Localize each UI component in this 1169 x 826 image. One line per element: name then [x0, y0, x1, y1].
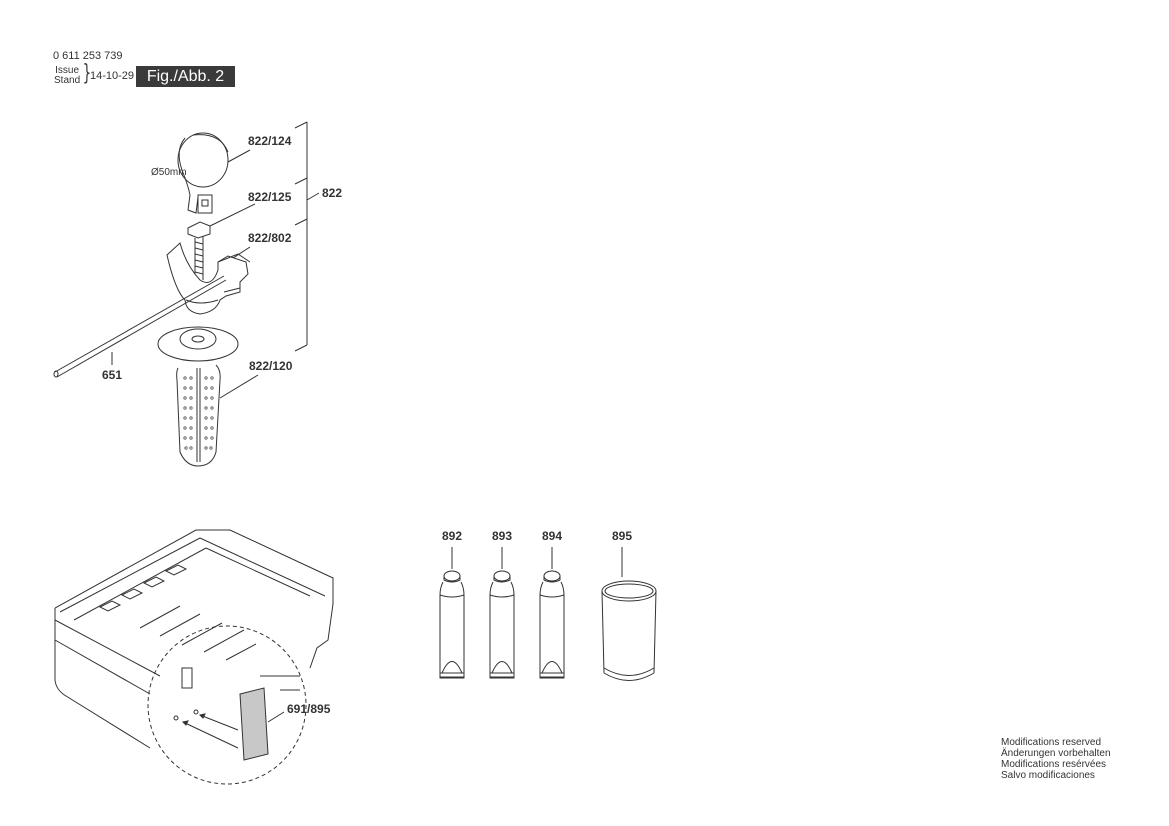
screw-drawing: [187, 221, 211, 280]
part-number: 0 611 253 739: [53, 50, 123, 62]
note-es: Salvo modificaciones: [1001, 770, 1095, 781]
grease-tubes-drawing: [451, 547, 623, 577]
tube-893: [489, 570, 515, 679]
callout-822-802: 822/802: [248, 231, 292, 245]
diameter-note: Ø50mm: [151, 167, 187, 178]
can-895: [601, 580, 657, 681]
callout-822-124: 822/124: [248, 134, 292, 148]
group-bracket: [294, 121, 320, 352]
callout-691-895: 691/895: [287, 702, 331, 716]
clamp-band-drawing: [177, 132, 229, 214]
note-en: Modifications reserved: [1001, 737, 1102, 748]
figure-label: Fig./Abb. 2: [136, 66, 235, 87]
callout-893: 893: [492, 529, 513, 543]
callout-822: 822: [322, 186, 343, 200]
depth-rod-drawing: [53, 275, 227, 378]
callout-895: 895: [612, 529, 633, 543]
tube-894: [539, 570, 565, 679]
issue-stand-label: Issue Stand: [54, 66, 80, 86]
modifications-notice: Modifications reserved Änderungen vorbeh…: [1001, 737, 1111, 781]
brace-icon: }: [82, 61, 92, 86]
callout-651: 651: [102, 368, 123, 382]
callout-822-120: 822/120: [249, 359, 293, 373]
side-handle-drawing: [157, 326, 239, 467]
tube-892: [439, 570, 465, 679]
note-de: Änderungen vorbehalten: [1001, 748, 1111, 759]
callout-894: 894: [542, 529, 563, 543]
callout-892: 892: [442, 529, 463, 543]
note-fr: Modifications resérvées: [1001, 759, 1107, 770]
stand-label: Stand: [54, 75, 81, 86]
issue-date: 14-10-29: [90, 70, 135, 82]
carrying-case-drawing: [54, 529, 334, 785]
holder-drawing: [166, 242, 251, 315]
callout-822-125: 822/125: [248, 190, 292, 204]
issue-label: Issue: [55, 65, 80, 76]
